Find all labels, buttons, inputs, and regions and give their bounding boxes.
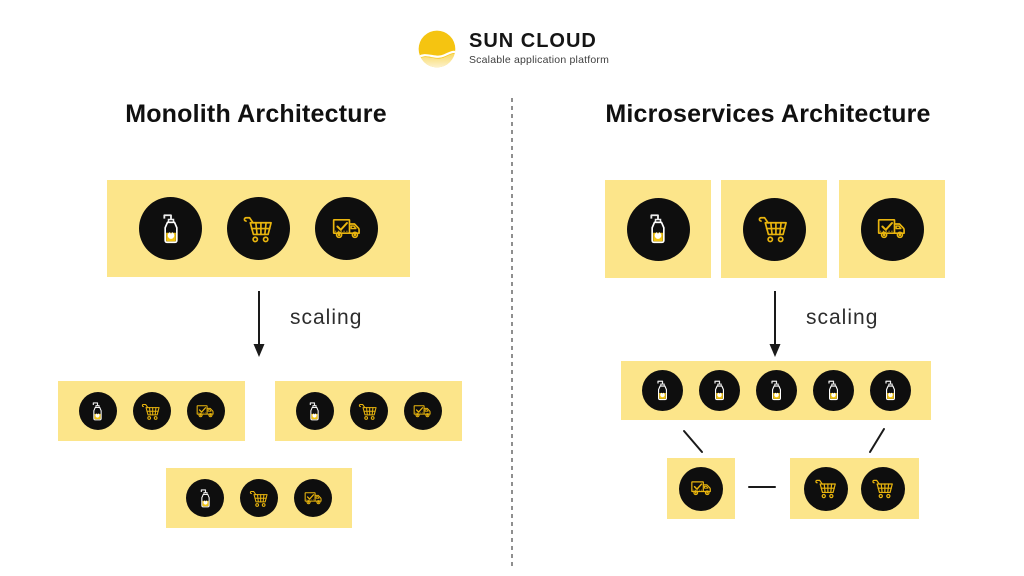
product-service-circle <box>698 370 740 411</box>
cart-service-circle <box>132 392 171 430</box>
sun-icon <box>418 30 456 68</box>
shopping-cart-icon <box>239 209 279 249</box>
cart-service-circle <box>742 197 806 261</box>
cart-service-circle <box>349 392 388 430</box>
brand-logo: SUN CLOUD Scalable application platform <box>415 27 609 71</box>
monolith-scaled-block-2 <box>275 381 462 441</box>
shopping-cart-icon <box>139 399 164 424</box>
shopping-cart-icon <box>869 474 898 503</box>
product-service-circle <box>186 479 224 517</box>
scaling-arrow-left <box>253 291 265 357</box>
shopping-cart-icon <box>812 474 841 503</box>
monolith-title: Monolith Architecture <box>125 100 387 128</box>
lotion-bottle-icon <box>706 377 733 404</box>
scaling-label-left: scaling <box>290 306 363 329</box>
cart-service-circle <box>861 466 905 511</box>
product-service-circle <box>295 392 334 430</box>
scaling-label-right: scaling <box>806 306 879 329</box>
vertical-dashed-divider <box>511 98 513 570</box>
delivery-service-circle <box>679 466 723 511</box>
delivery-truck-icon <box>872 209 912 249</box>
product-service-circle <box>755 370 797 411</box>
lotion-bottle-icon <box>820 377 847 404</box>
microservice-delivery-block <box>839 180 945 278</box>
microservice-product-block <box>605 180 711 278</box>
lotion-bottle-icon <box>877 377 904 404</box>
microservice-cart-block <box>721 180 827 278</box>
delivery-service-circle <box>186 392 225 430</box>
microservices-scaled-delivery-block <box>667 458 735 519</box>
lotion-bottle-icon <box>85 399 110 424</box>
logo-title: SUN CLOUD <box>468 30 597 53</box>
lotion-bottle-icon <box>649 377 676 404</box>
product-service-circle <box>812 370 854 411</box>
scaling-arrow-right <box>769 291 781 357</box>
monolith-main-block <box>107 180 410 277</box>
delivery-truck-icon <box>327 209 367 249</box>
shopping-cart-icon <box>754 209 794 249</box>
product-service-circle <box>869 370 911 411</box>
delivery-service-circle <box>315 197 378 260</box>
monolith-scaled-block-3 <box>166 468 352 528</box>
lotion-bottle-icon <box>193 486 218 511</box>
lotion-bottle-icon <box>302 399 327 424</box>
microservices-scaled-cart-block <box>790 458 919 519</box>
delivery-service-circle <box>403 392 442 430</box>
lotion-bottle-icon <box>638 209 678 249</box>
microservices-title: Microservices Architecture <box>605 100 931 128</box>
cart-service-circle <box>240 479 278 517</box>
shopping-cart-icon <box>247 486 272 511</box>
delivery-truck-icon <box>687 474 716 503</box>
delivery-service-circle <box>294 479 332 517</box>
delivery-service-circle <box>860 197 924 261</box>
monolith-scaled-block-1 <box>58 381 245 441</box>
logo-subtitle: Scalable application platform <box>468 54 610 67</box>
product-service-circle <box>78 392 117 430</box>
cart-service-circle <box>227 197 290 260</box>
product-service-circle <box>641 370 683 411</box>
cart-service-circle <box>804 466 848 511</box>
delivery-truck-icon <box>193 399 218 424</box>
microservices-scaled-product-block <box>621 361 931 420</box>
product-service-circle <box>139 197 202 260</box>
delivery-truck-icon <box>301 486 326 511</box>
delivery-truck-icon <box>410 399 435 424</box>
product-service-circle <box>626 197 690 261</box>
lotion-bottle-icon <box>151 209 191 249</box>
shopping-cart-icon <box>356 399 381 424</box>
lotion-bottle-icon <box>763 377 790 404</box>
